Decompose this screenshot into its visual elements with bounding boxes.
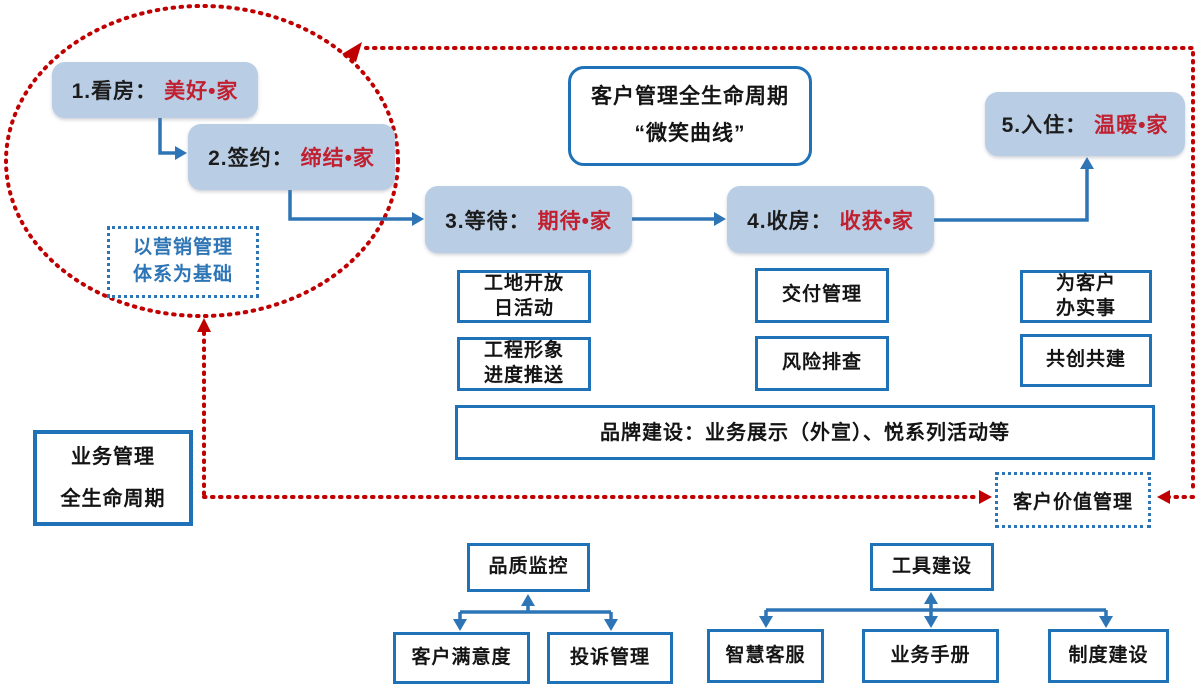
customer-satisfaction-box: 客户满意度 bbox=[393, 632, 530, 684]
business-management-box: 业务管理 全生命周期 bbox=[33, 430, 193, 526]
stage-box-4: 4.收房：收获•家 bbox=[727, 186, 934, 253]
complaint-management-box: 投诉管理 bbox=[547, 632, 673, 684]
stage-box-3: 3.等待：期待•家 bbox=[425, 186, 632, 253]
progress-push-box: 工程形象 进度推送 bbox=[457, 337, 591, 391]
arrow-stage1-stage2 bbox=[158, 118, 178, 155]
red-arrowhead-value-left bbox=[979, 490, 992, 504]
complaint-management-label: 投诉管理 bbox=[569, 646, 650, 668]
customer-deeds-line-1: 为客户 bbox=[1055, 272, 1116, 294]
arrow-stage2-stage3 bbox=[288, 190, 414, 221]
quality-monitor-label: 品质监控 bbox=[488, 556, 569, 578]
tool-building-label: 工具建设 bbox=[891, 555, 972, 577]
stage-5-highlight: 温暖•家 bbox=[1094, 114, 1169, 137]
customer-value-box: 客户价值管理 bbox=[995, 472, 1151, 528]
brand-building-bar: 品牌建设：业务展示（外宣）、悦系列活动等 bbox=[455, 405, 1155, 460]
site-open-day-box: 工地开放 日活动 bbox=[457, 270, 591, 323]
business-management-line-1: 业务管理 bbox=[71, 446, 155, 468]
progress-push-line-1: 工程形象 bbox=[483, 340, 564, 362]
quality-monitor-box: 品质监控 bbox=[467, 543, 590, 592]
stage-4-label: 4.收房： bbox=[747, 209, 833, 233]
title-line-2: “微笑曲线” bbox=[634, 122, 746, 145]
customer-deeds-line-2: 办实事 bbox=[1055, 297, 1116, 319]
smart-service-label: 智慧客服 bbox=[725, 644, 806, 666]
red-arrowhead-ellipse-bottom bbox=[197, 318, 211, 332]
co-build-label: 共创共建 bbox=[1045, 349, 1126, 371]
stage-1-label: 1.看房： bbox=[71, 80, 158, 103]
tools-tree-lines bbox=[764, 601, 1108, 619]
stage-5-label: 5.入住： bbox=[1001, 114, 1088, 137]
business-handbook-box: 业务手册 bbox=[862, 629, 999, 683]
brand-building-label: 品牌建设：业务展示（外宣）、悦系列活动等 bbox=[600, 421, 1010, 444]
stage-box-5: 5.入住： 温暖•家 bbox=[985, 92, 1185, 156]
stage-2-highlight: 缔结•家 bbox=[300, 147, 375, 170]
business-handbook-label: 业务手册 bbox=[890, 644, 971, 666]
customer-deeds-box: 为客户 办实事 bbox=[1020, 270, 1152, 323]
customer-satisfaction-label: 客户满意度 bbox=[411, 646, 512, 668]
customer-value-label: 客户价值管理 bbox=[1012, 491, 1133, 513]
delivery-management-label: 交付管理 bbox=[781, 284, 862, 306]
risk-check-label: 风险排查 bbox=[781, 352, 862, 374]
stage-4-highlight: 收获•家 bbox=[839, 209, 914, 233]
site-open-day-line-2: 日活动 bbox=[493, 297, 554, 319]
marketing-ellipse bbox=[4, 4, 400, 318]
marketing-note-line-2: 体系为基础 bbox=[132, 264, 233, 285]
risk-check-box: 风险排查 bbox=[755, 336, 889, 391]
red-loop-top-line bbox=[364, 46, 1195, 494]
system-building-box: 制度建设 bbox=[1048, 629, 1169, 683]
progress-push-line-2: 进度推送 bbox=[483, 365, 564, 386]
stage-box-2: 2.签约： 缔结•家 bbox=[188, 124, 395, 190]
marketing-note-line-1: 以营销管理 bbox=[132, 237, 233, 259]
arrow-stage4-stage5 bbox=[934, 167, 1089, 222]
system-building-label: 制度建设 bbox=[1068, 644, 1149, 666]
delivery-management-box: 交付管理 bbox=[755, 268, 889, 323]
stage-box-1: 1.看房： 美好•家 bbox=[52, 62, 258, 118]
stage-3-highlight: 期待•家 bbox=[537, 209, 612, 233]
stage-1-highlight: 美好•家 bbox=[164, 80, 239, 103]
red-arrowhead-value-right bbox=[1157, 490, 1170, 504]
quality-tree-lines bbox=[458, 604, 613, 622]
red-arrowhead-into-ellipse bbox=[342, 42, 362, 62]
marketing-note-box: 以营销管理 体系为基础 bbox=[107, 226, 259, 298]
stage-3-label: 3.等待： bbox=[445, 209, 531, 233]
stage-2-label: 2.签约： bbox=[208, 147, 294, 170]
smart-service-box: 智慧客服 bbox=[707, 629, 824, 683]
tool-building-box: 工具建设 bbox=[870, 543, 994, 591]
site-open-day-line-1: 工地开放 bbox=[483, 272, 564, 294]
business-management-line-2: 全生命周期 bbox=[60, 488, 166, 510]
title-box: 客户管理全生命周期 “微笑曲线” bbox=[568, 66, 812, 166]
title-line-1: 客户管理全生命周期 bbox=[591, 85, 789, 109]
co-build-box: 共创共建 bbox=[1020, 334, 1152, 387]
